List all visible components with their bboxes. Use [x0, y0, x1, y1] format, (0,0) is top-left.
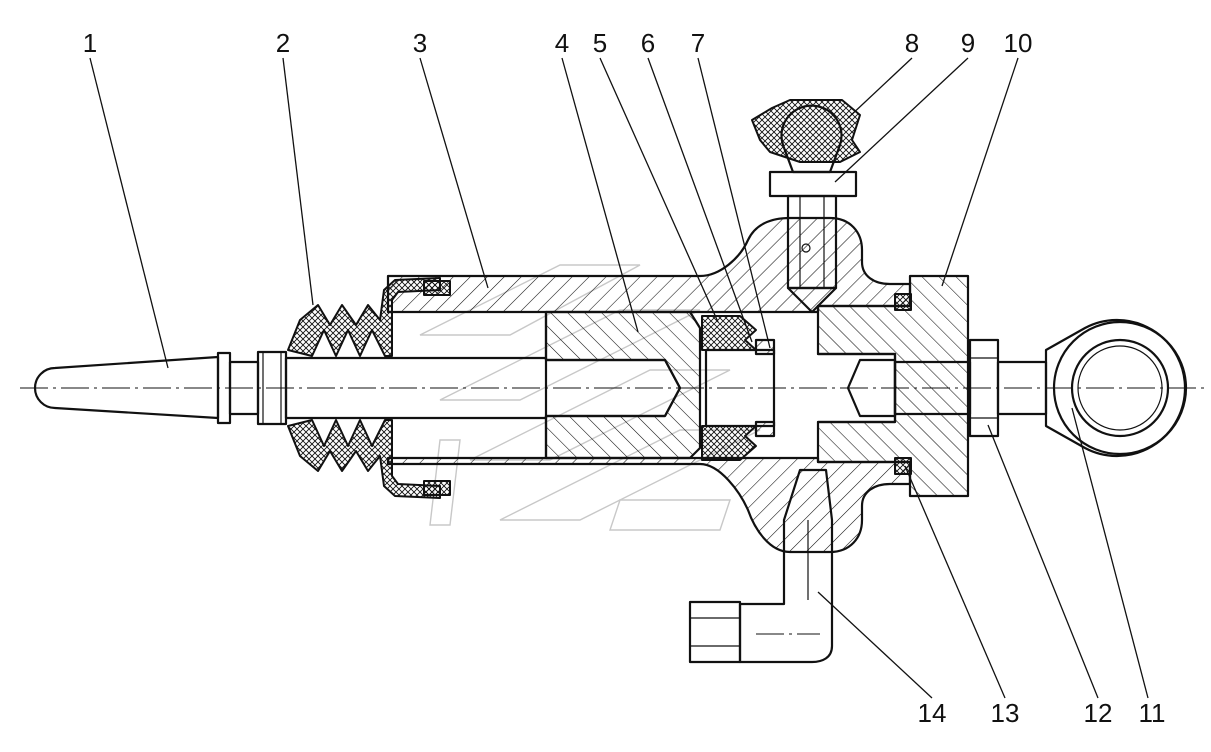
callout-3: 3 — [413, 28, 427, 58]
callout-5: 5 — [593, 28, 607, 58]
piston — [544, 310, 702, 460]
callout-6: 6 — [641, 28, 655, 58]
piston-seal — [701, 315, 776, 461]
callout-1: 1 — [83, 28, 97, 58]
end-plug — [816, 274, 970, 498]
callout-2: 2 — [276, 28, 290, 58]
callout-13: 13 — [991, 698, 1020, 728]
callout-7: 7 — [691, 28, 705, 58]
pushrod-tip — [33, 350, 548, 426]
callout-9: 9 — [961, 28, 975, 58]
eye-end — [1044, 318, 1188, 458]
callout-4: 4 — [555, 28, 569, 58]
callout-11: 11 — [1139, 698, 1166, 728]
callout-8: 8 — [905, 28, 919, 58]
rod-and-nut — [846, 338, 1048, 438]
callout-14: 14 — [918, 698, 947, 728]
bleed-valve — [751, 99, 861, 314]
leader-lines — [89, 57, 1149, 699]
cylinder-body — [386, 216, 912, 554]
elbow-fitting — [688, 468, 834, 664]
callout-12: 12 — [1084, 698, 1113, 728]
callout-10: 10 — [1004, 28, 1033, 58]
